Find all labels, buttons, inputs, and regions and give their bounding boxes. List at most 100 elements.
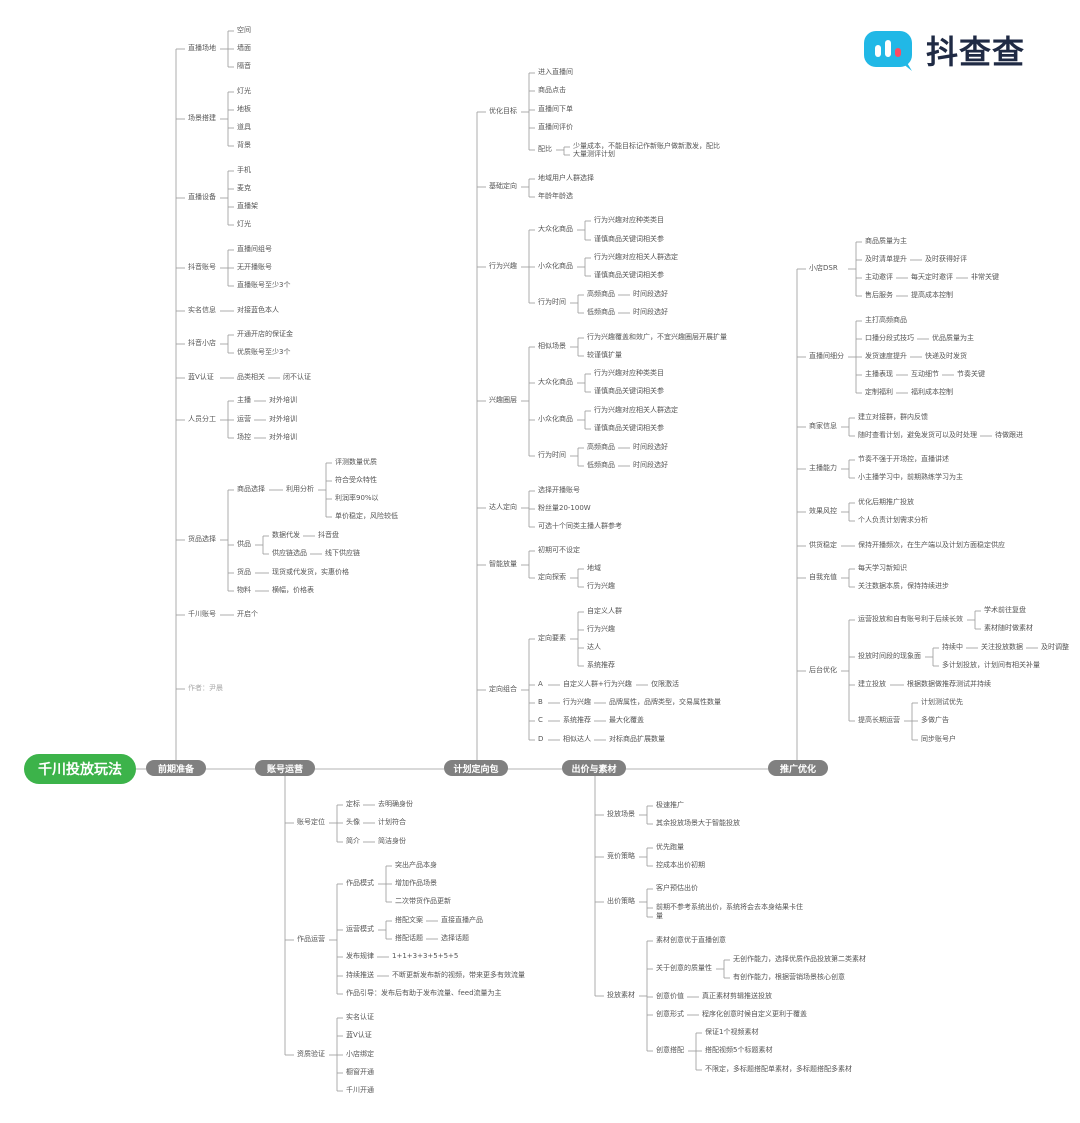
node-plan-p7c[interactable]: B <box>537 698 544 707</box>
node-optimize-o8a[interactable]: 运营投放和自有账号利于后续长效 <box>857 615 964 624</box>
node-prep-n9b1[interactable]: 数据代发 <box>271 531 301 540</box>
node-optimize-o3b1[interactable]: 待做跟进 <box>994 431 1024 440</box>
node-optimize-o1b1[interactable]: 及时获得好评 <box>924 255 968 264</box>
node-optimize-o8a1[interactable]: 学术前往复盘 <box>983 606 1027 615</box>
node-optimize-o1d1[interactable]: 提高成本控制 <box>910 291 954 300</box>
node-optimize-o8b1[interactable]: 持续中 <box>941 643 964 652</box>
node-optimize-o5[interactable]: 效果风控 <box>808 507 838 516</box>
node-account-a2c[interactable]: 发布规律 <box>345 952 375 961</box>
node-account-a2b1[interactable]: 搭配文案 <box>394 916 424 925</box>
node-optimize-o2e[interactable]: 定制福利 <box>864 388 894 397</box>
node-bid-c2a[interactable]: 优先跑量 <box>655 843 685 852</box>
node-optimize-o1b[interactable]: 及时清单提升 <box>864 255 908 264</box>
node-plan-p4a2[interactable]: 较谨慎扩量 <box>586 351 623 360</box>
node-prep-n3[interactable]: 直播设备 <box>187 193 217 202</box>
node-account-a1a1[interactable]: 去明确身份 <box>377 800 414 809</box>
node-account-a1b1[interactable]: 计划符合 <box>377 818 407 827</box>
node-prep-n10[interactable]: 千川账号 <box>187 610 217 619</box>
node-optimize-o8d[interactable]: 提高长期运营 <box>857 716 901 725</box>
node-plan-p2[interactable]: 基础定向 <box>488 182 518 191</box>
node-prep-n3d[interactable]: 灯光 <box>236 220 252 229</box>
node-bid-c3c[interactable]: 量 <box>655 912 664 921</box>
node-plan-p7a1[interactable]: 自定义人群 <box>586 607 623 616</box>
node-plan-p7a3[interactable]: 达人 <box>586 643 602 652</box>
node-optimize-o8c1[interactable]: 根据数据做推荐测试并持续 <box>906 680 992 689</box>
node-account-a2e[interactable]: 作品引导：发布后有助于发布流量、feed流量为主 <box>345 989 503 998</box>
node-plan-p5b[interactable]: 粉丝量20-100W <box>537 504 592 513</box>
node-plan-p4d2a[interactable]: 时间段选好 <box>632 461 669 470</box>
node-prep-n3a[interactable]: 手机 <box>236 166 252 175</box>
node-prep-n9d[interactable]: 物料 <box>236 586 252 595</box>
node-prep-n7a[interactable]: 品类相关 <box>236 373 266 382</box>
node-bid-c4b[interactable]: 关于创意的质量性 <box>655 964 713 973</box>
node-prep-n8b[interactable]: 对外培训 <box>268 396 298 405</box>
node-plan-p2a[interactable]: 地域用户人群选择 <box>537 174 595 183</box>
node-bid-c4e3[interactable]: 不限定，多标题搭配单素材，多标题搭配多素材 <box>704 1065 853 1074</box>
node-optimize-o3b[interactable]: 随时查看计划，避免发货可以及时处理 <box>857 431 978 440</box>
node-prep-n9b2a[interactable]: 线下供应链 <box>324 549 361 558</box>
node-prep-n9a1d[interactable]: 单价稳定，风险较低 <box>334 512 399 521</box>
node-prep-n5[interactable]: 实名信息 <box>187 306 217 315</box>
node-prep-n8f[interactable]: 对外培训 <box>268 433 298 442</box>
node-plan-p7a[interactable]: 定向要素 <box>537 634 567 643</box>
node-optimize-o8d1[interactable]: 计划测试优先 <box>920 698 964 707</box>
node-prep-n3c[interactable]: 直播架 <box>236 202 259 211</box>
node-optimize-o1[interactable]: 小店DSR <box>808 264 839 273</box>
node-prep-n1a[interactable]: 空间 <box>236 26 252 35</box>
node-plan-p7e[interactable]: D <box>537 735 545 744</box>
node-plan-p7c2[interactable]: 品牌属性，品牌类型，交易属性数量 <box>608 698 722 707</box>
node-optimize-o8[interactable]: 后台优化 <box>808 666 838 675</box>
node-optimize-o2c1[interactable]: 快递及时发货 <box>924 352 968 361</box>
node-bid-c4c[interactable]: 创意价值 <box>655 992 685 1001</box>
node-optimize-o6a[interactable]: 保持开播频次，在生产端以及计划方面稳定供应 <box>857 541 1006 550</box>
node-account-a3c[interactable]: 小店绑定 <box>345 1050 375 1059</box>
node-prep-n1c[interactable]: 隔音 <box>236 62 252 71</box>
node-optimize-o7b[interactable]: 关注数据本质，保持持续进步 <box>857 582 950 591</box>
branch-account[interactable]: 账号运营 <box>255 760 315 776</box>
node-plan-p3b1[interactable]: 行为兴趣对应相关人群选定 <box>593 253 679 262</box>
node-optimize-o6[interactable]: 供货稳定 <box>808 541 838 550</box>
node-plan-p7e1[interactable]: 相似达人 <box>562 735 592 744</box>
node-account-a1[interactable]: 账号定位 <box>296 818 326 827</box>
node-bid-c4[interactable]: 投放素材 <box>606 991 636 1000</box>
node-account-a2c1[interactable]: 1+1+3+3+5+5+5 <box>391 952 460 961</box>
node-prep-n9a1c[interactable]: 利润率90%以 <box>334 494 380 503</box>
node-optimize-o2[interactable]: 直播间细分 <box>808 352 845 361</box>
node-prep-n2c[interactable]: 道具 <box>236 123 252 132</box>
node-bid-c3[interactable]: 出价策略 <box>606 897 636 906</box>
node-account-a3[interactable]: 资质验证 <box>296 1050 326 1059</box>
node-account-a2d[interactable]: 持续推送 <box>345 971 375 980</box>
node-plan-p4a[interactable]: 相似场景 <box>537 342 567 351</box>
node-plan-p7e2[interactable]: 对标商品扩展数量 <box>608 735 666 744</box>
node-plan-p5a[interactable]: 选择开播账号 <box>537 486 581 495</box>
node-prep-n9a1[interactable]: 利用分析 <box>285 485 315 494</box>
node-optimize-o8b3[interactable]: 及时调整 <box>1040 643 1070 652</box>
node-account-a2a1[interactable]: 突出产品本身 <box>394 861 438 870</box>
node-plan-p4d2[interactable]: 低频商品 <box>586 461 616 470</box>
node-prep-n6b[interactable]: 优质账号至少3个 <box>236 348 292 357</box>
node-optimize-o8c[interactable]: 建立投放 <box>857 680 887 689</box>
node-account-a2a[interactable]: 作品模式 <box>345 879 375 888</box>
node-plan-p7b1[interactable]: 自定义人群+行为兴趣 <box>562 680 633 689</box>
node-optimize-o8b2[interactable]: 关注投放数据 <box>980 643 1024 652</box>
node-plan-p3b2[interactable]: 谨慎商品关键词相关参 <box>593 271 665 280</box>
node-optimize-o8a2[interactable]: 素材随时做素材 <box>983 624 1034 633</box>
node-bid-c4e2[interactable]: 搭配视频5个标题素材 <box>704 1046 774 1055</box>
node-plan-p4d1[interactable]: 高频商品 <box>586 443 616 452</box>
node-plan-p4b2[interactable]: 谨慎商品关键词相关参 <box>593 387 665 396</box>
node-prep-n9b2[interactable]: 供应链选品 <box>271 549 308 558</box>
node-prep-n8c[interactable]: 运营 <box>236 415 252 424</box>
node-account-a3b[interactable]: 蓝V认证 <box>345 1031 373 1040</box>
node-account-a2b1a[interactable]: 直接直播产品 <box>440 916 484 925</box>
node-optimize-o1c1[interactable]: 每天定时邀评 <box>910 273 954 282</box>
node-plan-p1d[interactable]: 直播间评价 <box>537 123 574 132</box>
node-plan-p7a2[interactable]: 行为兴趣 <box>586 625 616 634</box>
node-plan-p4b[interactable]: 大众化商品 <box>537 378 574 387</box>
node-optimize-o1c[interactable]: 主动邀评 <box>864 273 894 282</box>
node-account-a1c1[interactable]: 简洁身份 <box>377 837 407 846</box>
node-optimize-o2b[interactable]: 口播分段式技巧 <box>864 334 915 343</box>
node-plan-p3c[interactable]: 行为时间 <box>537 298 567 307</box>
node-prep-n9b1a[interactable]: 抖音盘 <box>317 531 340 540</box>
node-bid-c2b[interactable]: 控成本出价初期 <box>655 861 706 870</box>
node-bid-c4d[interactable]: 创意形式 <box>655 1010 685 1019</box>
